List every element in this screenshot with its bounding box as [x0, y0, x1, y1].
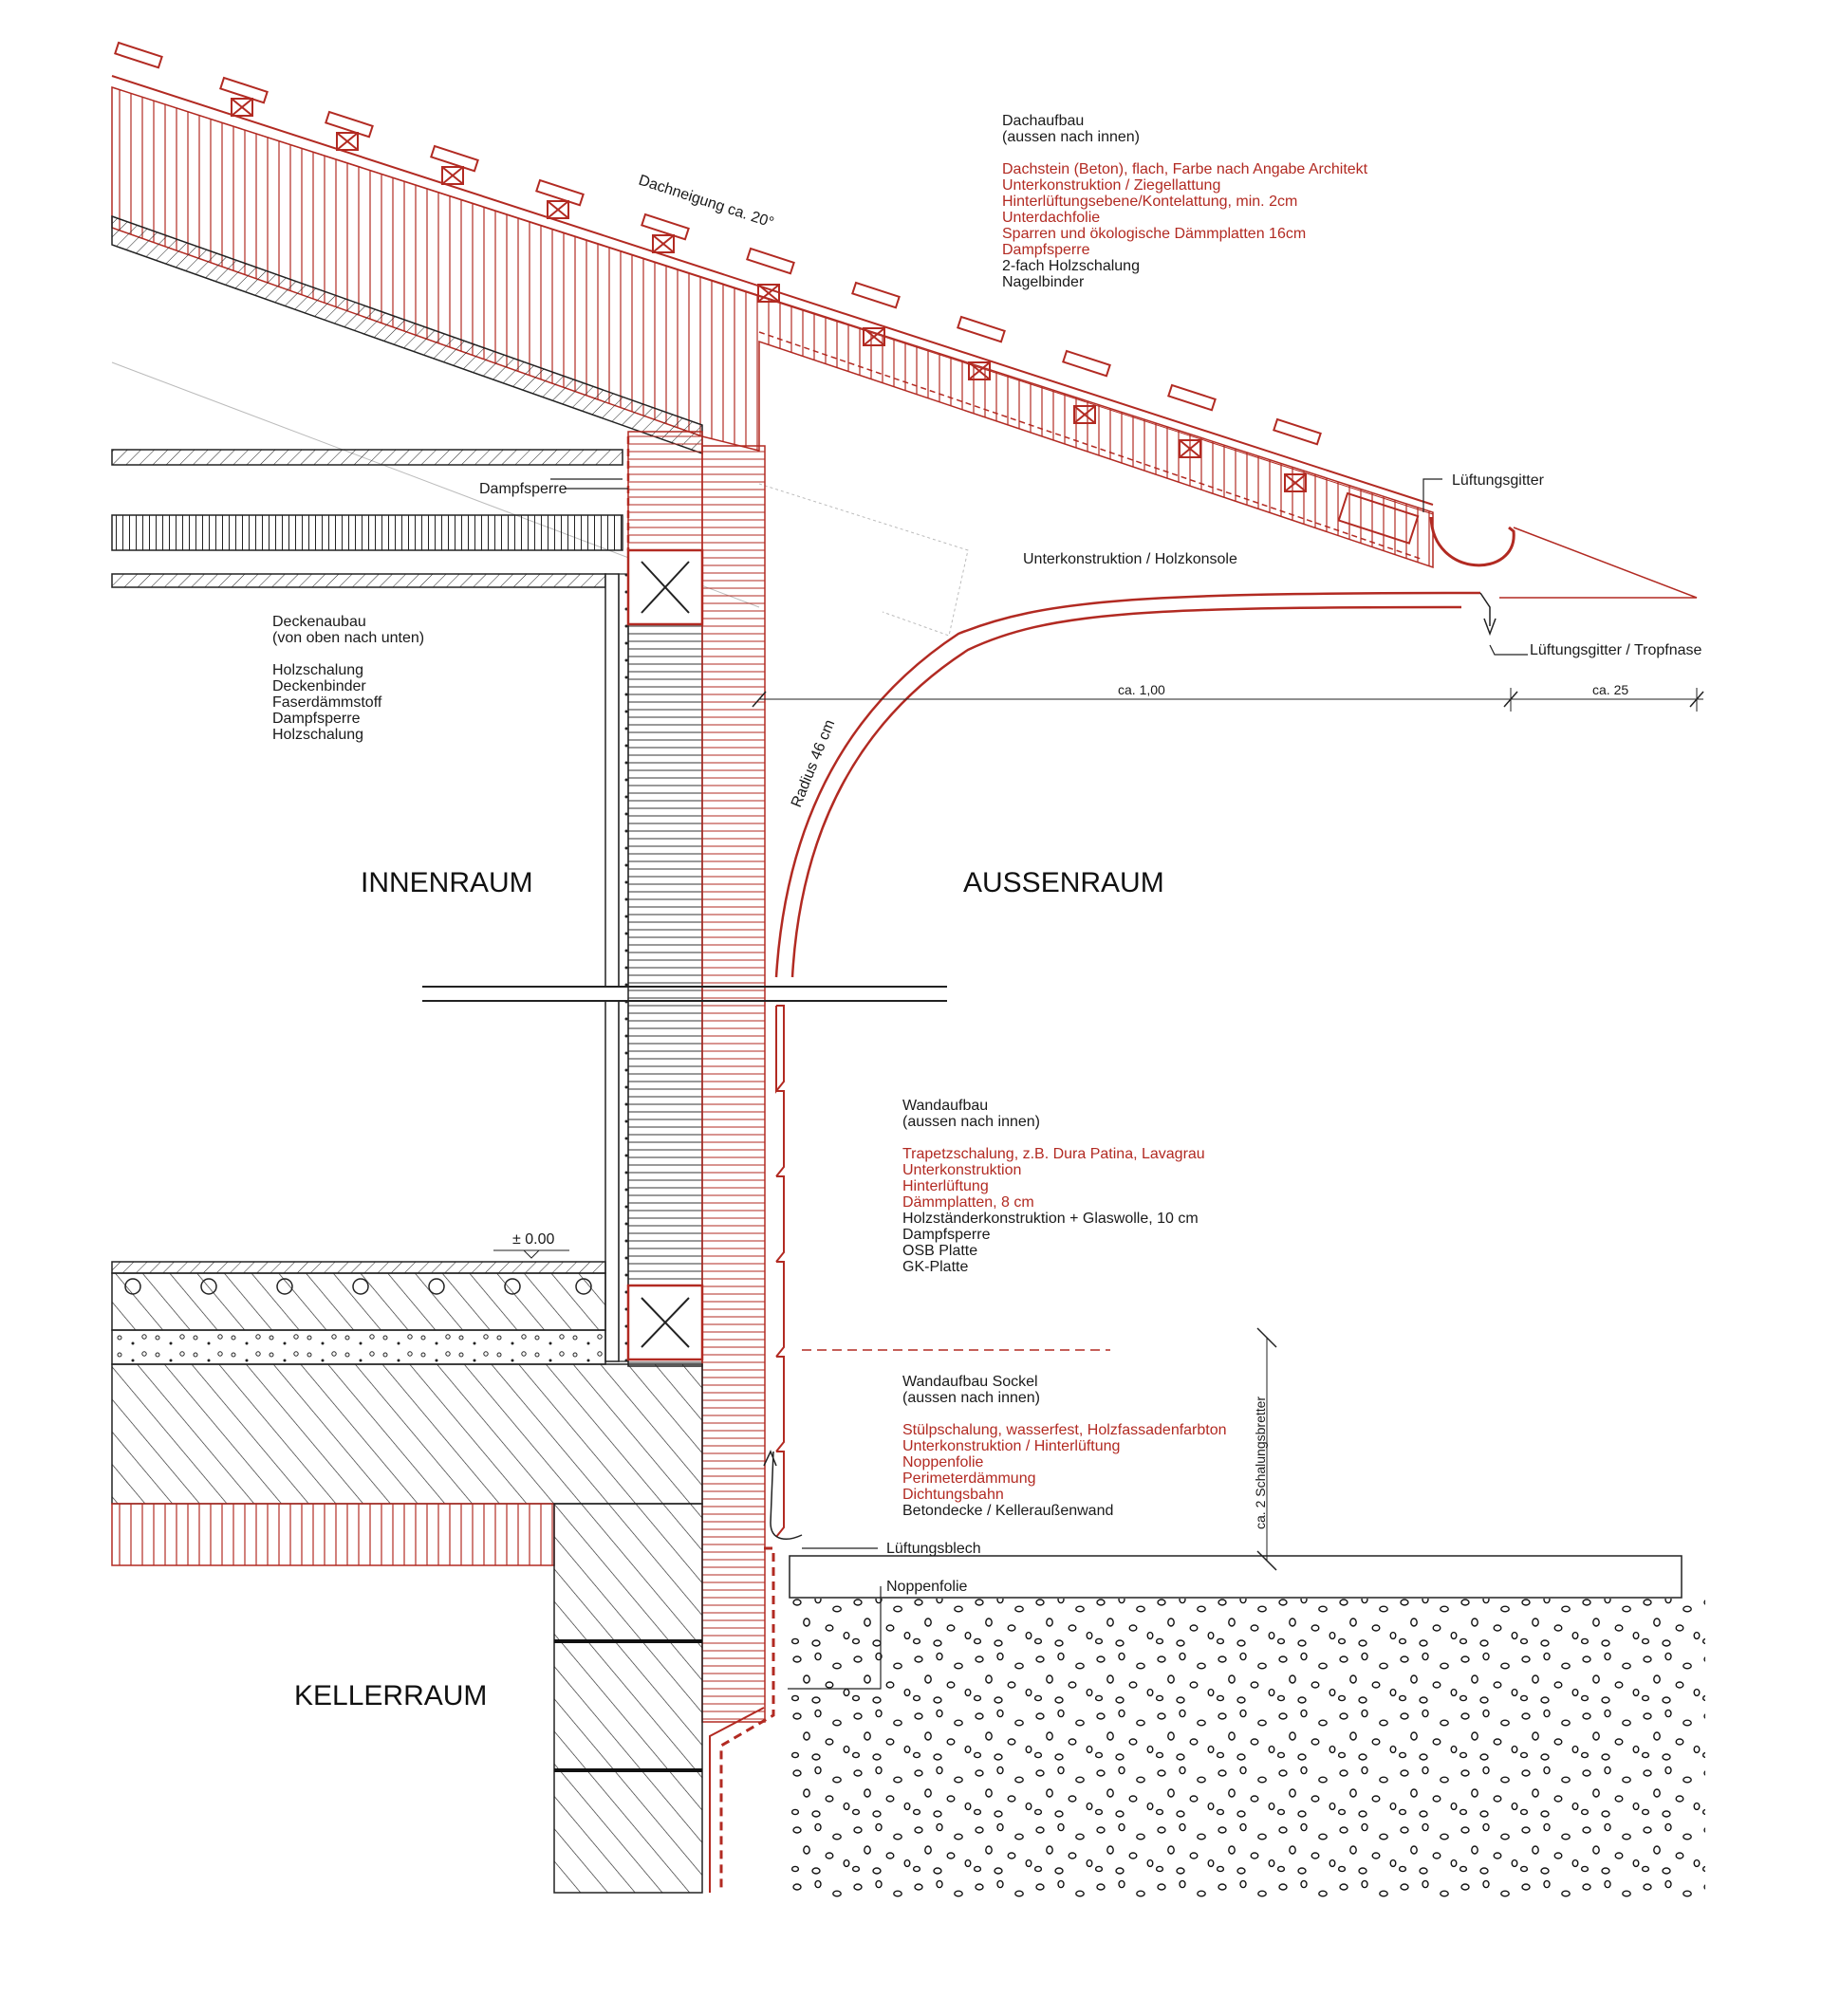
- gutter-dimension: ca. 25: [1592, 682, 1628, 697]
- wall-layer: OSB Platte: [902, 1243, 977, 1259]
- boards-dimension: ca. 2 Schalungsbretter: [1253, 1396, 1268, 1529]
- room-outside: AUSSENRAUM: [963, 867, 1164, 898]
- ceiling-subheading: (von oben nach unten): [272, 630, 424, 646]
- gutter: [1429, 516, 1515, 567]
- roof-layer: Dampfsperre: [1002, 242, 1090, 258]
- plinth-layer: Perimeterdämmung: [902, 1470, 1036, 1487]
- ground-section: [709, 1327, 1705, 1897]
- wall-layer: Unterkonstruktion: [902, 1162, 1021, 1178]
- ceiling-layer: Faserdämmstoff: [272, 694, 382, 711]
- plinth-layer: Dichtungsbahn: [902, 1487, 1004, 1503]
- plinth-legend: Wandaufbau Sockel (aussen nach innen) St…: [902, 1374, 1227, 1519]
- wall-layer: GK-Platte: [902, 1259, 968, 1275]
- overhang-dimension: ca. 1,00: [1118, 682, 1165, 697]
- roof-rafter-insulation: [111, 85, 1434, 569]
- roof-legend: Dachaufbau (aussen nach innen) Dachstein…: [1002, 113, 1368, 290]
- wall-legend: Wandaufbau (aussen nach innen) Trapetzsc…: [902, 1098, 1205, 1275]
- room-basement: KELLERRAUM: [294, 1680, 487, 1711]
- ceiling-layer: Deckenbinder: [272, 678, 366, 694]
- level-marker: ± 0.00: [512, 1231, 554, 1248]
- wall-layer: Dampfsperre: [902, 1227, 991, 1243]
- floor-slab: [111, 1249, 703, 1894]
- wall-layer: Trapetzschalung, z.B. Dura Patina, Lavag…: [902, 1146, 1205, 1162]
- vapor-barrier-callout: Dampfsperre: [479, 481, 567, 497]
- wall-subheading: (aussen nach innen): [902, 1114, 1040, 1130]
- radius-label: Radius 46 cm: [789, 717, 838, 809]
- wall-section: [422, 431, 1497, 1723]
- dimension-lines: [752, 688, 1704, 712]
- roof-layer: Sparren und ökologische Dämmplatten 16cm: [1002, 226, 1306, 242]
- roof-heading: Dachaufbau: [1002, 113, 1084, 129]
- roof-layer: 2-fach Holzschalung: [1002, 258, 1140, 274]
- facade-cladding: [775, 1005, 785, 1538]
- plinth-layer: Stülpschalung, wasserfest, Holzfassadenf…: [902, 1422, 1227, 1438]
- vent-grille-callout: Lüftungsgitter: [1452, 472, 1545, 489]
- plinth-layer: Unterkonstruktion / Hinterlüftung: [902, 1438, 1120, 1454]
- ceiling-section: [111, 449, 623, 588]
- curved-console: [774, 591, 1481, 978]
- plinth-subheading: (aussen nach innen): [902, 1390, 1040, 1406]
- wall-layer: Hinterlüftung: [902, 1178, 989, 1194]
- roof-section: [111, 41, 1698, 637]
- plinth-heading: Wandaufbau Sockel: [902, 1374, 1038, 1390]
- roof-layer: Unterkonstruktion / Ziegellattung: [1002, 177, 1220, 194]
- battens: [231, 98, 1307, 492]
- ceiling-legend: Deckenaubau (von oben nach unten) Holzsc…: [272, 614, 424, 743]
- ceiling-layer: Holzschalung: [272, 727, 363, 743]
- ceiling-layer: Holzschalung: [272, 662, 363, 678]
- wall-heading: Wandaufbau: [902, 1098, 988, 1114]
- roof-layer: Hinterlüftungsebene/Kontelattung, min. 2…: [1002, 194, 1297, 210]
- roof-layer: Dachstein (Beton), flach, Farbe nach Ang…: [1002, 161, 1368, 177]
- roof-tiles: [114, 41, 1322, 446]
- roof-layer: Unterdachfolie: [1002, 210, 1100, 226]
- roof-layer: Nagelbinder: [1002, 274, 1085, 290]
- console-callout: Unterkonstruktion / Holzkonsole: [1023, 551, 1237, 567]
- dimple-membrane-callout: Noppenfolie: [886, 1579, 968, 1595]
- ceiling-layer: Dampfsperre: [272, 711, 361, 727]
- roof-subheading: (aussen nach innen): [1002, 129, 1140, 145]
- ceiling-heading: Deckenaubau: [272, 614, 366, 630]
- plinth-layer: Betondecke / Kelleraußenwand: [902, 1503, 1113, 1519]
- wall-layer: Holzständerkonstruktion + Glaswolle, 10 …: [902, 1211, 1199, 1227]
- vent-sheet-callout: Lüftungsblech: [886, 1541, 981, 1557]
- wall-layer: Dämmplatten, 8 cm: [902, 1194, 1034, 1211]
- room-inside: INNENRAUM: [361, 867, 533, 898]
- plinth-layer: Noppenfolie: [902, 1454, 984, 1470]
- vent-drip-callout: Lüftungsgitter / Tropfnase: [1530, 642, 1702, 658]
- leader-lines: [565, 478, 1528, 1690]
